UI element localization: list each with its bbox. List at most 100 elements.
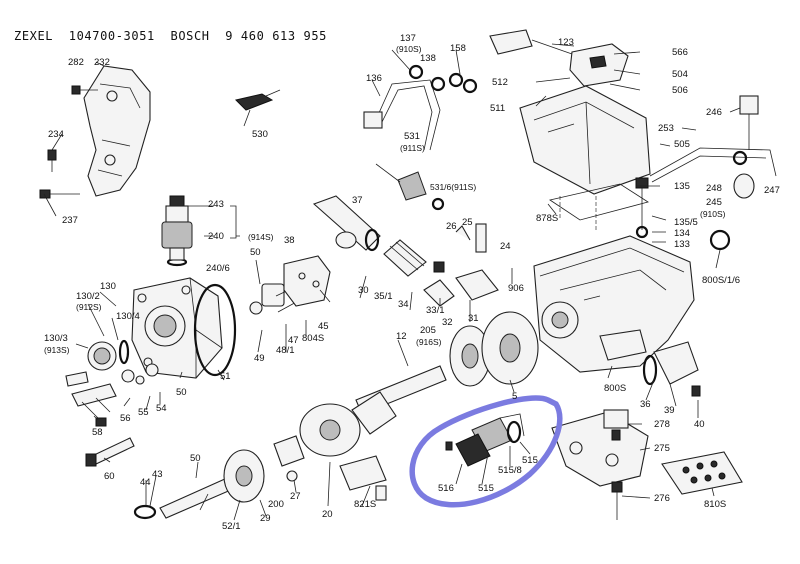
label-54: 54 xyxy=(156,403,167,414)
label-58: 58 xyxy=(92,427,103,438)
label-278: 278 xyxy=(654,419,670,430)
label-38: 38 xyxy=(284,235,295,246)
label-531-6: 531/6(911S) xyxy=(430,182,477,192)
pump-housing xyxy=(533,229,731,373)
label-205: 205 xyxy=(420,325,436,336)
label-243: 243 xyxy=(208,199,224,210)
label-800s: 800S xyxy=(604,383,627,394)
label-914s: (914S) xyxy=(248,232,274,242)
label-245: 245 xyxy=(706,197,722,208)
label-505: 505 xyxy=(674,139,690,150)
label-50-mid: 50 xyxy=(176,387,187,398)
label-37: 37 xyxy=(352,195,363,206)
label-136: 136 xyxy=(366,73,382,84)
label-910s-2: (910S) xyxy=(700,209,726,219)
label-246: 246 xyxy=(706,107,722,118)
label-200: 200 xyxy=(268,499,284,510)
label-35-1: 35/1 xyxy=(374,291,393,302)
bracket-232 xyxy=(83,65,151,197)
label-821s: 821S xyxy=(354,499,377,510)
label-32: 32 xyxy=(442,317,453,328)
label-247: 247 xyxy=(764,185,780,196)
part-130-assembly xyxy=(65,339,130,387)
bolt-60 xyxy=(85,437,135,467)
top-cover-504 xyxy=(489,29,651,232)
label-248: 248 xyxy=(706,183,722,194)
label-30: 30 xyxy=(358,285,369,296)
label-240-6: 240/6 xyxy=(206,263,230,274)
label-506: 506 xyxy=(672,85,688,96)
label-810s: 810S xyxy=(704,499,727,510)
plate-5 xyxy=(481,311,539,385)
solenoid-valve-515 xyxy=(445,413,525,467)
label-531: 531 xyxy=(404,131,420,142)
governor-housing-51 xyxy=(131,277,237,379)
label-55: 55 xyxy=(138,407,149,418)
kit-810s xyxy=(661,451,743,495)
label-50-low: 50 xyxy=(190,453,201,464)
label-530: 530 xyxy=(252,129,268,140)
diagram-title: ZEXEL 104700-3051 BOSCH 9 460 613 955 xyxy=(14,29,327,43)
label-130-2: 130/2 xyxy=(76,291,100,302)
label-566: 566 xyxy=(672,47,688,58)
label-515-8: 515/8 xyxy=(498,465,522,476)
label-515-a: 515 xyxy=(478,483,494,494)
label-916s: (916S) xyxy=(416,337,442,347)
label-276: 276 xyxy=(654,493,670,504)
label-47: 47 xyxy=(288,335,299,346)
label-137: 137 xyxy=(400,33,416,44)
label-48-1: 48/1 xyxy=(276,345,295,356)
highlight-oval xyxy=(409,395,563,508)
label-29: 29 xyxy=(260,513,271,524)
label-135: 135 xyxy=(674,181,690,192)
label-123: 123 xyxy=(558,37,574,48)
label-25: 25 xyxy=(462,217,473,228)
label-800s-1-6: 800S/1/6 xyxy=(702,275,741,286)
label-138: 138 xyxy=(420,53,436,64)
bolt-282 xyxy=(71,85,98,95)
solenoid-240 xyxy=(161,195,240,267)
label-134: 134 xyxy=(674,228,690,239)
label-133: 133 xyxy=(674,239,690,250)
plunger-parts xyxy=(312,195,499,307)
label-232: 232 xyxy=(94,57,110,68)
label-34: 34 xyxy=(398,299,409,310)
label-512: 512 xyxy=(492,77,508,88)
label-240: 240 xyxy=(208,231,224,242)
gasket-878s xyxy=(549,183,649,221)
label-50-top: 50 xyxy=(250,247,261,258)
label-39: 39 xyxy=(664,405,675,416)
label-49: 49 xyxy=(254,353,265,364)
label-906: 906 xyxy=(508,283,524,294)
label-804s: 804S xyxy=(302,333,325,344)
label-56: 56 xyxy=(120,413,131,424)
label-282: 282 xyxy=(68,57,84,68)
label-275: 275 xyxy=(654,443,670,454)
label-237: 237 xyxy=(62,215,78,226)
cover-39 xyxy=(642,341,701,397)
label-511: 511 xyxy=(490,103,506,114)
label-234: 234 xyxy=(48,129,64,140)
label-52-1: 52/1 xyxy=(222,521,241,532)
label-910s: (910S) xyxy=(396,44,422,54)
parts-48-49 xyxy=(249,279,311,315)
label-26: 26 xyxy=(446,221,457,232)
label-44: 44 xyxy=(140,477,151,488)
bolts-135 xyxy=(635,177,649,239)
label-158: 158 xyxy=(450,43,466,54)
label-130-3: 130/3 xyxy=(44,333,68,344)
screw-234 xyxy=(47,149,57,172)
bolt-276 xyxy=(611,481,623,520)
label-516: 516 xyxy=(438,483,454,494)
label-51: 51 xyxy=(220,371,231,382)
label-911s: (911S) xyxy=(400,143,425,153)
label-40: 40 xyxy=(694,419,705,430)
parts-54-58 xyxy=(71,363,159,427)
label-878s: 878S xyxy=(536,213,559,224)
label-45: 45 xyxy=(318,321,329,332)
label-130: 130 xyxy=(100,281,116,292)
label-253: 253 xyxy=(658,123,674,134)
lower-left-parts xyxy=(133,435,387,520)
coupling-20 xyxy=(299,391,397,457)
